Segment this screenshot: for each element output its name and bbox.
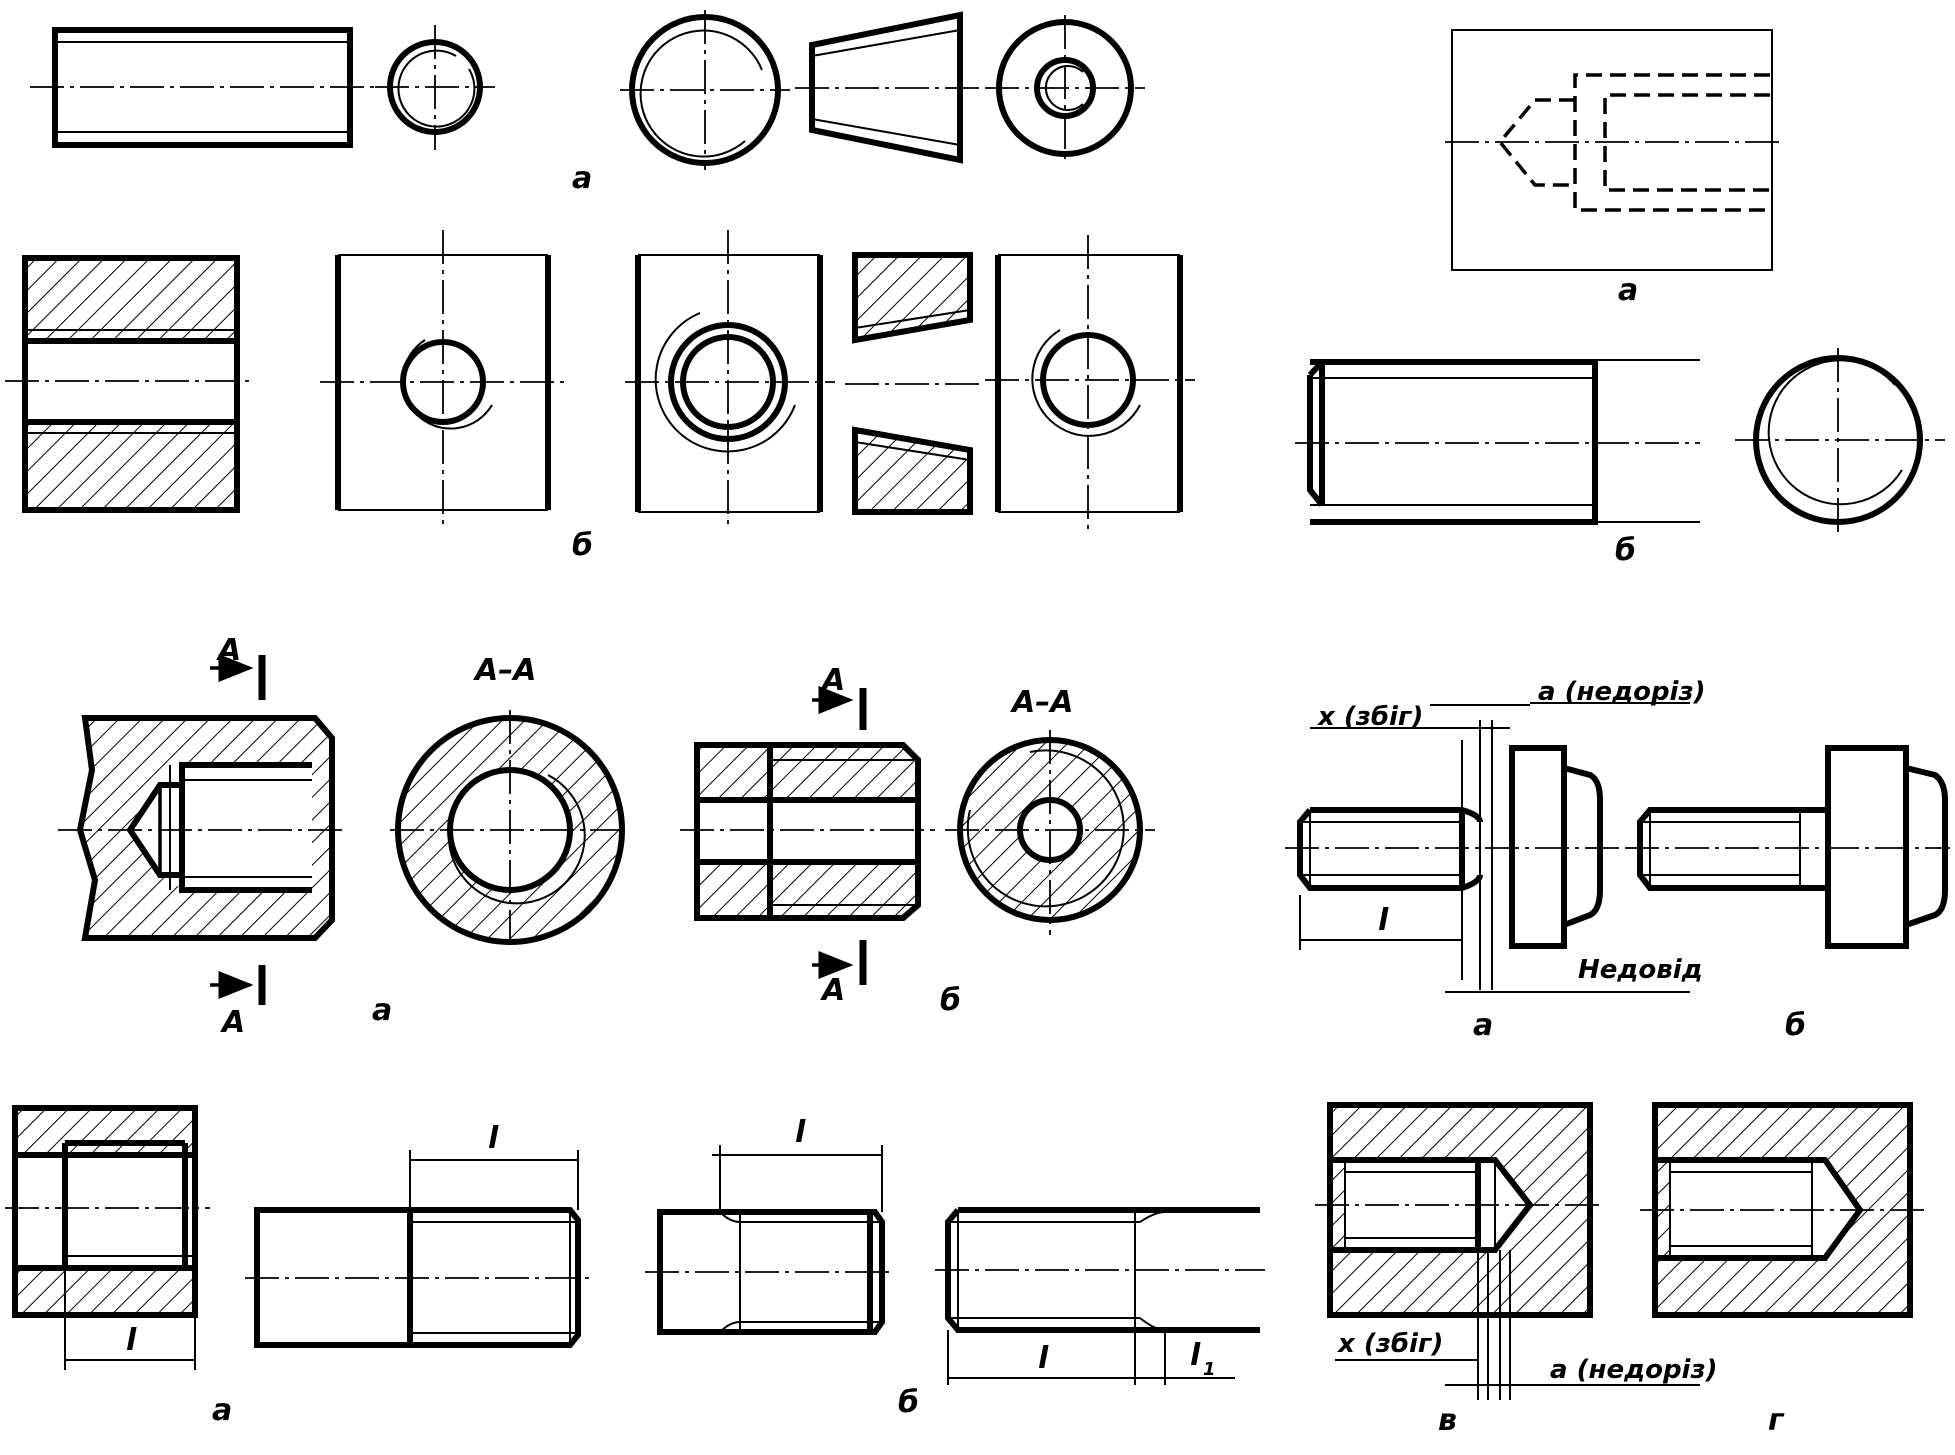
blind-hole-section <box>58 715 348 941</box>
label-a-row1: а <box>572 161 592 196</box>
rod-length-l-l1: l l 1 <box>935 1207 1265 1385</box>
label-l-rod: l <box>488 1121 499 1156</box>
through-hole-section <box>680 742 935 921</box>
label-l-hole: l <box>126 1323 137 1358</box>
label-l-bolt: l <box>1378 903 1389 938</box>
section-aa-ring-right <box>945 730 1155 935</box>
section-marker-label-bottom: А <box>220 1005 245 1040</box>
label-g: г <box>1768 1403 1785 1438</box>
label-b-row4: б <box>898 1385 919 1420</box>
label-undercut-bottom: а (недоріз) <box>1550 1355 1717 1385</box>
label-a-topright: а <box>1618 273 1638 308</box>
screw-end-view <box>1735 348 1945 535</box>
label-runout-bottom: x (збіг) <box>1336 1329 1443 1359</box>
label-l-runout: l <box>795 1115 806 1150</box>
rod-runout-length: l <box>645 1115 895 1335</box>
label-l-long: l <box>1038 1341 1049 1376</box>
bolt-runout-undercut: x (збіг) а (недоріз) l Недовід а <box>1285 677 1950 1043</box>
hole-length-section: l <box>5 1105 210 1370</box>
rod-thread-length: l <box>245 1121 590 1348</box>
label-a-bolt: а <box>1473 1008 1493 1043</box>
tapered-hole-large-end-view <box>625 230 835 530</box>
label-b-bolt: б <box>1785 1008 1806 1043</box>
screw-side-view: б <box>1295 359 1700 568</box>
row4-thread-lengths: l а l l б <box>5 1102 1925 1438</box>
cone-small-end-view <box>985 15 1145 160</box>
row3-section-a: А А а А–А А А <box>58 633 1155 1040</box>
tapered-hole-small-end-view <box>985 235 1195 530</box>
row1-external-threads: а <box>30 10 1145 196</box>
label-a-row3: а <box>372 993 392 1028</box>
section-aa-title-left: А–А <box>473 653 536 688</box>
label-a-row4: а <box>212 1393 232 1428</box>
threaded-rod-end-view <box>375 25 495 150</box>
row2-internal-threads: б <box>5 230 1195 563</box>
tapered-hole-section <box>845 252 985 515</box>
threaded-hole-section <box>5 255 255 513</box>
label-underrun: Недовід <box>1578 955 1703 985</box>
blind-hole-section-g <box>1640 1102 1925 1318</box>
section-aa-title-right: А–А <box>1010 685 1073 720</box>
section-marker-label-bottom-b: А <box>820 973 845 1008</box>
tapered-thread-side-view <box>795 11 980 164</box>
label-v: в <box>1438 1403 1457 1438</box>
cone-large-end-view <box>620 10 790 170</box>
blind-hole-undercut-section: x (збіг) а (недоріз) <box>1315 1102 1717 1400</box>
label-b-row3: б <box>940 983 961 1018</box>
label-b-screw: б <box>1615 533 1636 568</box>
label-l1: l <box>1190 1338 1201 1373</box>
label-b-row2: б <box>572 528 593 563</box>
threaded-hole-front-view <box>320 230 565 525</box>
threaded-rod-side-view <box>30 27 380 148</box>
section-aa-ring-left <box>390 710 630 950</box>
section-marker-label-top: А <box>216 633 241 668</box>
section-marker-label-top-b: А <box>820 663 845 698</box>
blind-hole-hidden-view: а <box>1445 29 1785 308</box>
label-l1-subscript: 1 <box>1203 1359 1216 1380</box>
